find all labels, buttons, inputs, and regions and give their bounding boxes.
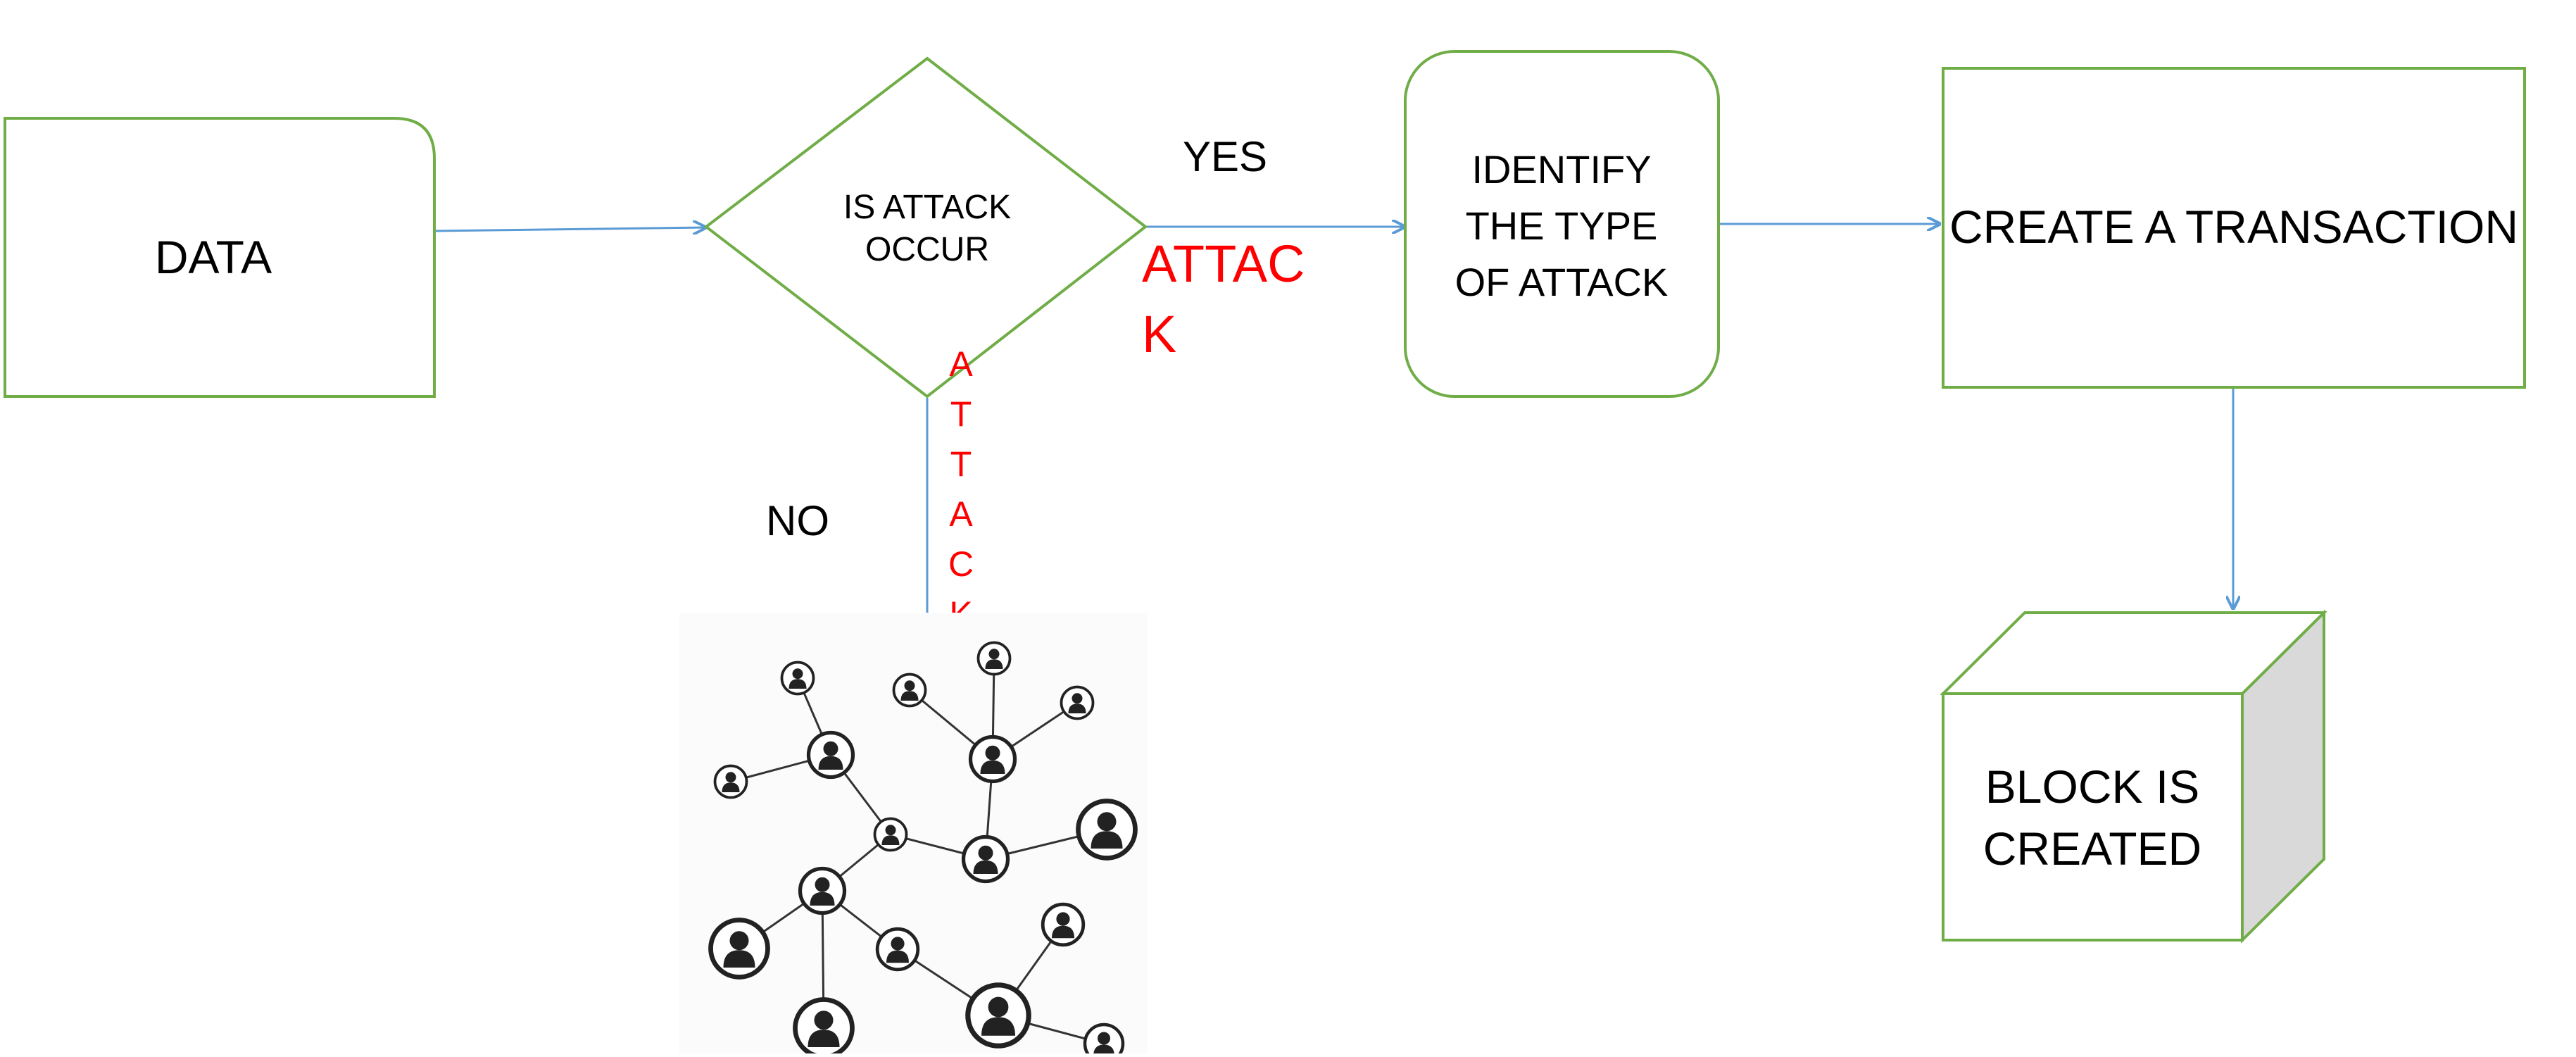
data-box: DATA (4, 117, 436, 398)
attack-vertical-letter: K (949, 594, 972, 634)
attack-vertical-letter: A (949, 344, 973, 384)
attack-vertical-letter: A (949, 494, 973, 534)
block-line2: CREATED (1983, 823, 2201, 875)
attack-label-vertical: ATTACK (948, 344, 974, 634)
decision-label-line2: OCCUR (865, 231, 989, 268)
identify-line3: OF ATTACK (1455, 260, 1669, 304)
connector-data-to-decision (434, 227, 706, 231)
decision-label-line1: IS ATTACK (843, 189, 1011, 226)
block-cube: BLOCK IS CREATED (1940, 609, 2327, 944)
no-label: NO (766, 497, 829, 544)
decision-diamond: IS ATTACK OCCUR (703, 56, 1148, 399)
attack-vertical-letter: T (950, 394, 972, 434)
block-line1: BLOCK IS (1985, 761, 2199, 813)
attack-label-horizontal: ATTAC K (1142, 234, 1305, 363)
identify-box: IDENTIFY THE TYPE OF ATTACK (1404, 50, 1720, 398)
transaction-box: CREATE A TRANSACTION (1942, 67, 2526, 389)
attack-vertical-letter: C (948, 544, 974, 584)
data-label: DATA (155, 231, 272, 283)
identify-line1: IDENTIFY (1471, 147, 1651, 192)
transaction-label: CREATE A TRANSACTION (1949, 201, 2518, 253)
yes-label: YES (1183, 133, 1267, 180)
attack-horizontal-line1: ATTAC (1142, 234, 1305, 293)
user-network-icon (679, 613, 1148, 1053)
attack-horizontal-line2: K (1142, 305, 1176, 363)
identify-line2: THE TYPE (1466, 204, 1658, 248)
attack-vertical-letter: T (950, 444, 972, 484)
